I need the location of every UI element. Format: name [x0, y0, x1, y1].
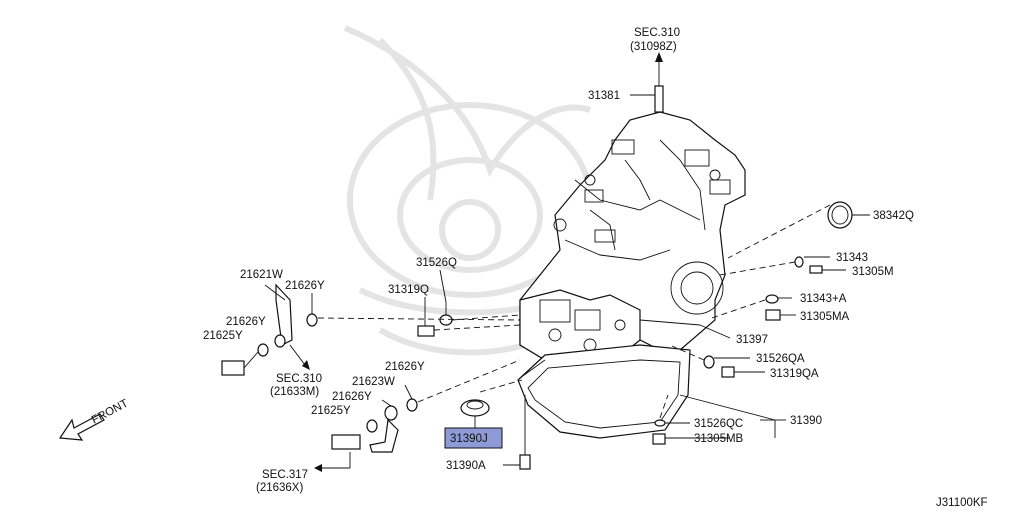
part-label-31381: 31381: [588, 90, 620, 102]
part-label-31305ma: 31305MA: [800, 311, 850, 323]
part-label-31343: 31343: [836, 252, 868, 264]
part-label-31390a: 31390A: [446, 460, 486, 472]
diagram-code: J31100KF: [936, 497, 988, 509]
part-label-21621w: 21621W: [240, 269, 283, 281]
upper-center-parts: [417, 269, 521, 337]
transmission-case: [517, 111, 746, 439]
part-label-21625y-a: 21625Y: [203, 330, 243, 342]
part-label-21625y-b: 21625Y: [311, 405, 351, 417]
part-label-31526qa: 31526QA: [756, 353, 805, 365]
front-label: FRONT: [90, 397, 131, 426]
left-side-parts: [221, 283, 521, 472]
part-label-31526qc: 31526QC: [694, 418, 743, 430]
part-label-21623w: 21623W: [352, 376, 395, 388]
right-side-parts: [639, 201, 870, 445]
part-label-21626y-b: 21626Y: [226, 316, 266, 328]
part-label-21626y-d: 21626Y: [332, 391, 372, 403]
part-label-21626y-a: 21626Y: [285, 280, 325, 292]
stud-31381: [630, 52, 664, 113]
section-label-317: SEC.317: [262, 469, 308, 481]
section-ref-310-left: (21633M): [270, 386, 319, 398]
part-label-31305mb: 31305MB: [694, 433, 744, 445]
part-label-38342q: 38342Q: [873, 210, 914, 222]
part-label-31319qa: 31319QA: [770, 368, 819, 380]
section-label-310-left: SEC.310: [276, 373, 322, 385]
part-label-31390: 31390: [790, 415, 822, 427]
front-direction-arrow: [58, 413, 105, 441]
part-label-31319q: 31319Q: [388, 284, 429, 296]
part-label-31397: 31397: [736, 334, 768, 346]
highlight-box-31390j: [444, 427, 503, 449]
section-ref-317: (21636X): [256, 482, 303, 494]
part-label-21626y-c: 21626Y: [385, 361, 425, 373]
lower-center-parts: [460, 379, 531, 470]
part-label-31390j: 31390J: [450, 433, 488, 445]
section-label-310-top: SEC.310: [634, 27, 680, 39]
part-label-31305m: 31305M: [852, 266, 894, 278]
section-ref-310-top: (31098Z): [630, 41, 677, 53]
part-label-31343-a: 31343+A: [800, 293, 847, 305]
part-label-31526q: 31526Q: [416, 257, 457, 269]
